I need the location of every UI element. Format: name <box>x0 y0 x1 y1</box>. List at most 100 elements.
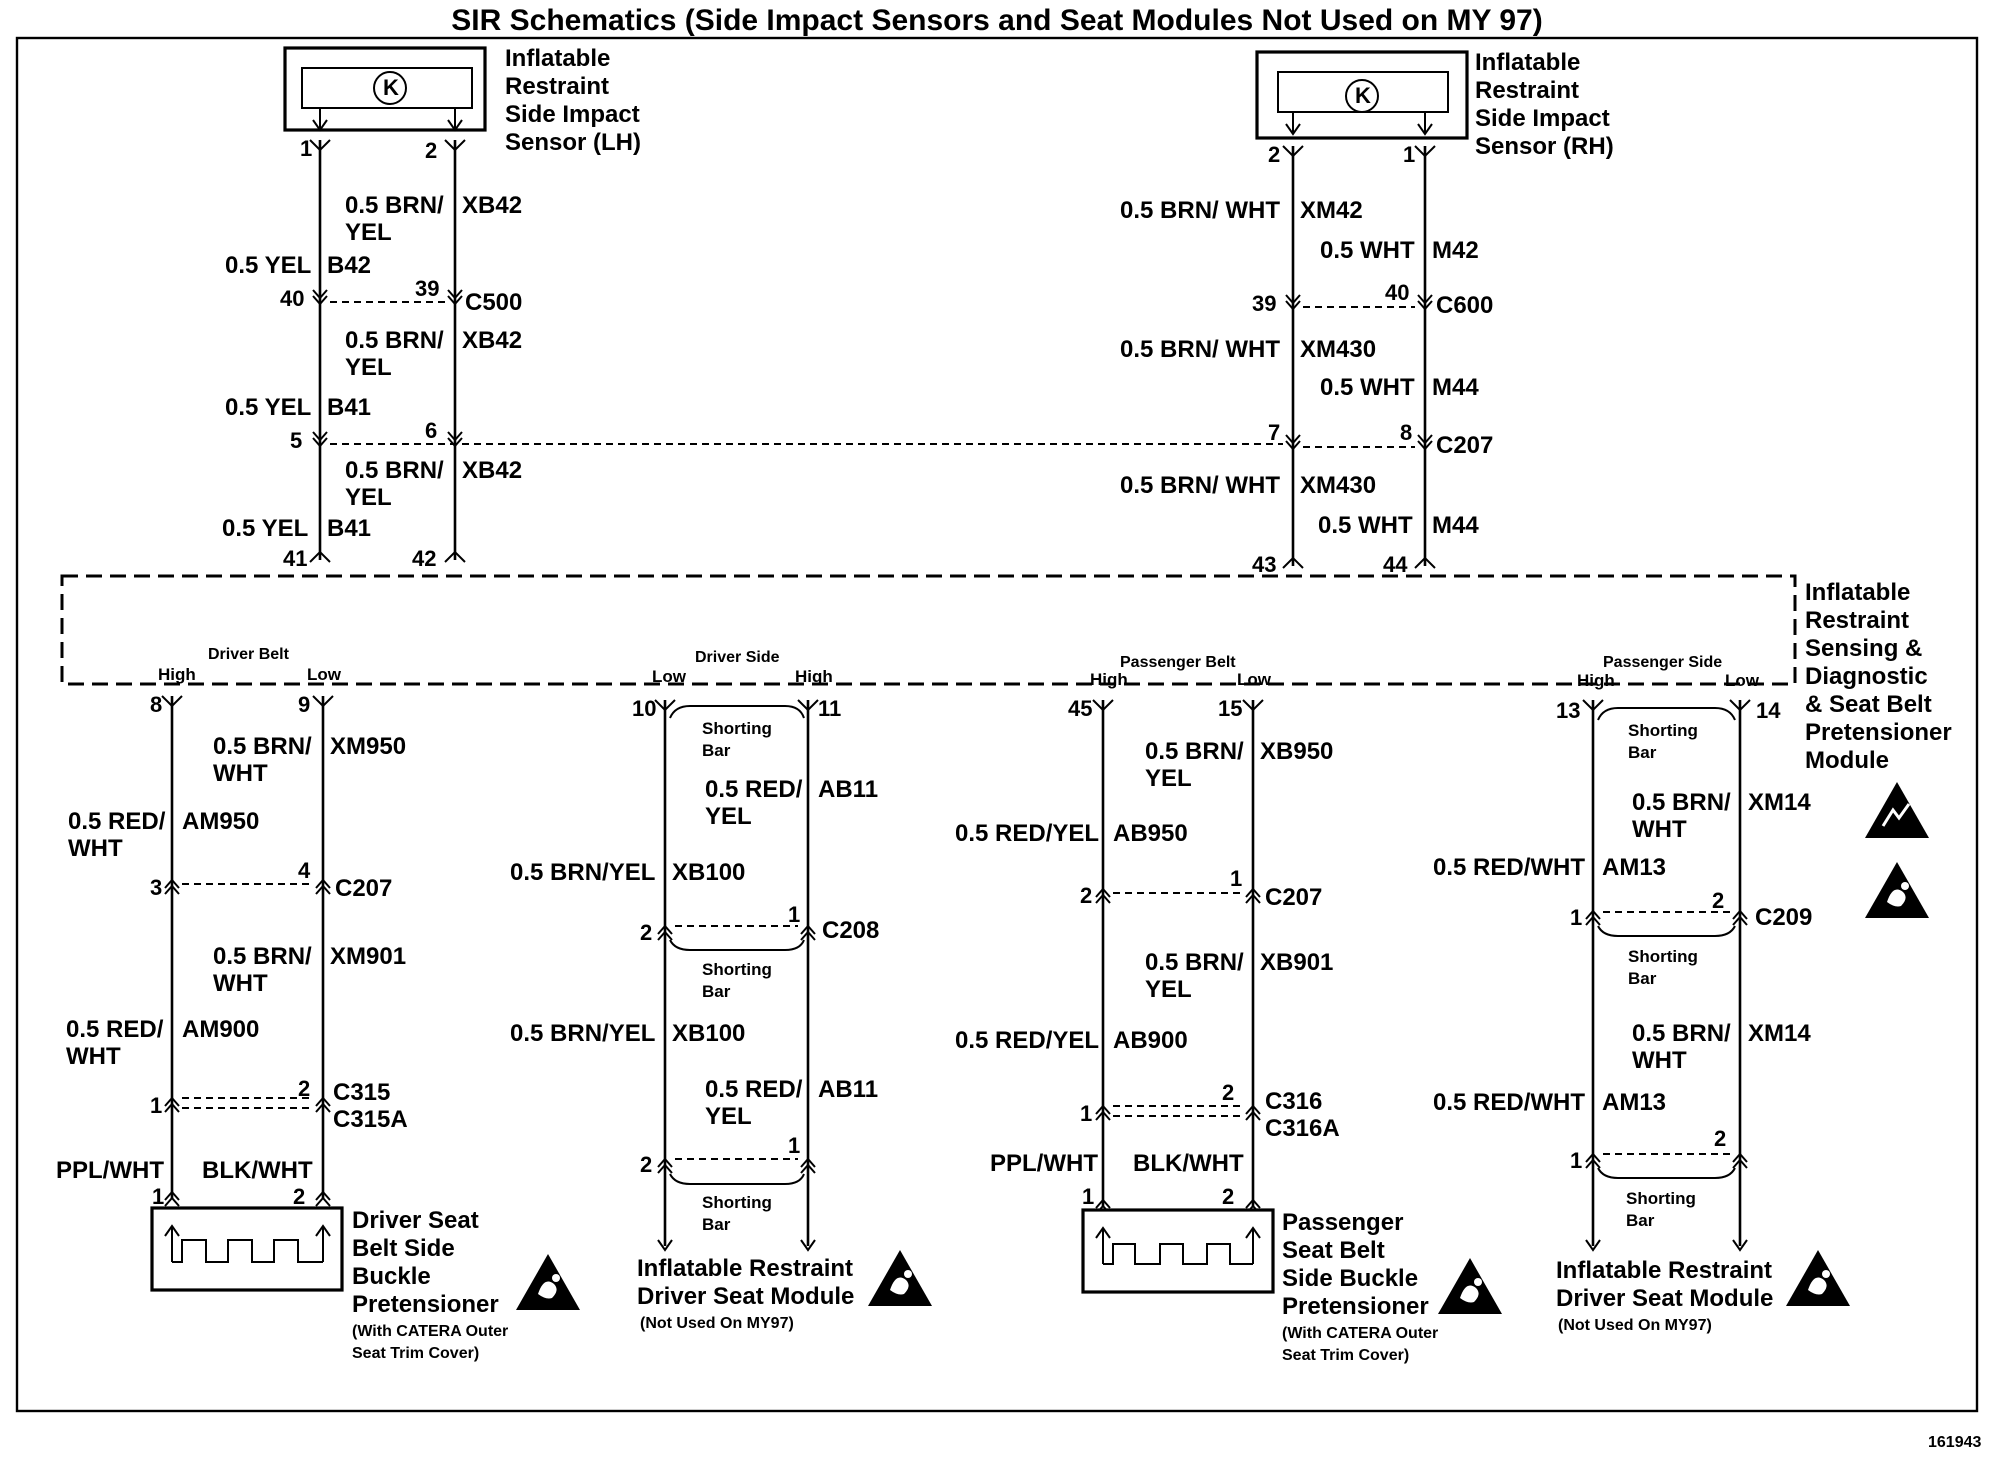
circuit-id: XM14 <box>1748 789 1811 816</box>
wire-color: 0.5 BRN/ <box>345 192 444 219</box>
shorting-bar-label: Bar <box>702 982 731 1001</box>
circuit-id: M44 <box>1432 374 1479 401</box>
wire-color: 0.5 RED/WHT <box>1433 854 1585 881</box>
pin-label: 1 <box>150 1093 162 1118</box>
sdm-module-label: Inflatable Restraint Sensing & Diagnosti… <box>1805 579 1952 774</box>
passenger-pretensioner-line2: Seat Belt <box>1282 1237 1385 1264</box>
circuit-id: AM950 <box>182 808 259 835</box>
label-low: Low <box>307 665 342 684</box>
wire-color: YEL <box>1145 976 1192 1003</box>
wire-color: 0.5 RED/ <box>68 808 166 835</box>
group-passenger-belt: Passenger Belt <box>1120 654 1236 671</box>
connector-c600: C600 <box>1436 292 1493 319</box>
wire-color: 0.5 WHT <box>1320 237 1415 264</box>
passenger-pretensioner-line3: Side Buckle <box>1282 1265 1418 1292</box>
sir-airbag-warning-icon <box>516 1254 580 1310</box>
pin-label: 40 <box>1385 280 1409 305</box>
shorting-bar-label: Shorting <box>702 719 772 738</box>
pin-label: 15 <box>1218 696 1242 721</box>
driver-pretensioner-note1: (With CATERA Outer <box>352 1323 508 1340</box>
connector-c207: C207 <box>1436 432 1493 459</box>
wire-color: 0.5 RED/ <box>66 1016 164 1043</box>
connector-c315a: C315A <box>333 1106 408 1133</box>
rh-wiring: 2 1 0.5 BRN/ WHT XM42 0.5 WHT M42 39 40 … <box>1120 142 1493 577</box>
wire-color: YEL <box>345 484 392 511</box>
pin-label: 1 <box>1570 905 1582 930</box>
label-low: Low <box>652 667 687 686</box>
passenger-pretensioner-box <box>1081 1208 1275 1294</box>
circuit-id: XM42 <box>1300 197 1363 224</box>
driver-seat-module-line2: Driver Seat Module <box>637 1283 854 1310</box>
shorting-bar <box>1597 925 1736 937</box>
wire-color: BLK/WHT <box>202 1157 313 1184</box>
wire-color: 0.5 BRN/ <box>1632 789 1731 816</box>
module-line4: Diagnostic <box>1805 663 1928 690</box>
pin-label: 1 <box>1230 866 1242 891</box>
shorting-bar <box>669 1173 805 1185</box>
wire-color: 0.5 BRN/ WHT <box>1120 336 1280 363</box>
pin-label: 1 <box>1082 1184 1094 1209</box>
pin-label: 2 <box>640 920 652 945</box>
shorting-bar <box>669 939 805 951</box>
connector-c316: C316 <box>1265 1088 1322 1115</box>
esd-warning-icon <box>1863 780 1931 840</box>
pin-label: 2 <box>1080 883 1092 908</box>
group-driver-belt: Driver Belt <box>208 646 290 663</box>
pin-label: 3 <box>150 875 162 900</box>
driver-seat-module-line2: Driver Seat Module <box>1556 1285 1773 1312</box>
shorting-bar-label: Shorting <box>1628 721 1698 740</box>
wire-color: 0.5 BRN/ WHT <box>1120 197 1280 224</box>
pin-label: 7 <box>1268 420 1280 445</box>
circuit-id: XM901 <box>330 943 406 970</box>
circuit-id: XM950 <box>330 733 406 760</box>
pin-label: 2 <box>1268 142 1280 167</box>
wire-color: 0.5 BRN/ <box>1145 738 1244 765</box>
svg-text:K: K <box>1355 83 1371 108</box>
driver-pretensioner-note2: Seat Trim Cover) <box>352 1345 479 1362</box>
circuit-id: XB100 <box>672 859 745 886</box>
wire-color: 0.5 YEL <box>222 515 308 542</box>
wire-color: 0.5 RED/YEL <box>955 820 1099 847</box>
wire-color: 0.5 BRN/ <box>345 457 444 484</box>
wire-color: WHT <box>66 1043 121 1070</box>
pin-label: 6 <box>425 418 437 443</box>
wire-color: 0.5 RED/YEL <box>955 1027 1099 1054</box>
diagram-title: SIR Schematics (Side Impact Sensors and … <box>451 4 1542 37</box>
sensor-rh-line1: Inflatable <box>1475 49 1580 76</box>
wire-color: 0.5 YEL <box>225 394 311 421</box>
circuit-id: AB950 <box>1113 820 1188 847</box>
circuit-id: XM430 <box>1300 336 1376 363</box>
circuit-id: AB900 <box>1113 1027 1188 1054</box>
wire-color: 0.5 RED/WHT <box>1433 1089 1585 1116</box>
label-high: High <box>795 667 833 686</box>
sir-airbag-warning-icon <box>868 1250 932 1306</box>
module-line1: Inflatable <box>1805 579 1910 606</box>
wire-color: WHT <box>213 760 268 787</box>
shorting-bar-label: Bar <box>1628 743 1657 762</box>
pin-label: 1 <box>788 1133 800 1158</box>
pin-label: 41 <box>283 546 307 571</box>
circuit-id: AM13 <box>1602 854 1666 881</box>
wire-color: WHT <box>213 970 268 997</box>
module-line5: & Seat Belt <box>1805 691 1932 718</box>
driver-side-circuit: 10 11 Shorting Bar 0.5 RED/ YEL AB11 0.5… <box>510 696 932 1332</box>
circuit-id: M44 <box>1432 512 1479 539</box>
wire-color: 0.5 BRN/YEL <box>510 859 655 886</box>
wire-color: 0.5 WHT <box>1320 374 1415 401</box>
driver-seat-module-note: (Not Used On MY97) <box>1558 1317 1712 1334</box>
shorting-bar-label: Shorting <box>1628 947 1698 966</box>
sensor-icon <box>373 71 407 105</box>
pin-label: 44 <box>1383 552 1408 577</box>
label-high: High <box>158 665 196 684</box>
circuit-id: XB950 <box>1260 738 1333 765</box>
circuit-id: XB42 <box>462 327 522 354</box>
shorting-bar-label: Shorting <box>1626 1189 1696 1208</box>
wire-color: 0.5 BRN/YEL <box>510 1020 655 1047</box>
wire-color: YEL <box>345 354 392 381</box>
pin-label: 45 <box>1068 696 1092 721</box>
driver-seat-module-line1: Inflatable Restraint <box>637 1255 853 1282</box>
passenger-pretensioner-note2: Seat Trim Cover) <box>1282 1347 1409 1364</box>
wire-color: WHT <box>1632 816 1687 843</box>
pin-label: 1 <box>1403 142 1415 167</box>
